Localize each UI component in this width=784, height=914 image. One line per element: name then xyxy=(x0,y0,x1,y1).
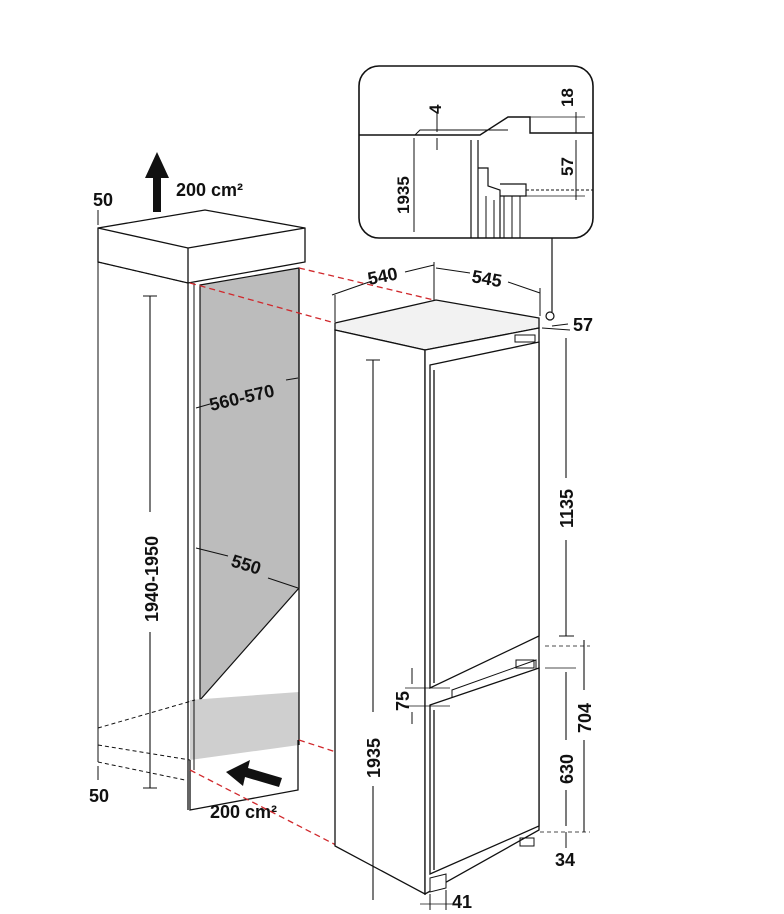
appliance-top-gap-label: 57 xyxy=(573,315,593,335)
detail-gap-57: 57 xyxy=(558,157,577,176)
upper-door-height-label: 1135 xyxy=(557,489,577,528)
detail-gap-18: 18 xyxy=(558,88,577,107)
top-clearance-label: 50 xyxy=(93,190,113,210)
detail-height-1935: 1935 xyxy=(394,176,413,214)
detail-callout: 4 18 57 1935 xyxy=(358,65,594,239)
plinth-label: 41 xyxy=(452,892,472,912)
top-vent-label: 200 cm² xyxy=(176,180,243,200)
niche-height-label: 1940-1950 xyxy=(142,536,162,622)
top-airflow-arrow-icon xyxy=(145,152,169,212)
fridge-appliance xyxy=(334,299,540,896)
niche-cabinet xyxy=(97,209,306,811)
door-gap-label: 75 xyxy=(393,691,413,711)
appliance-width-label: 540 xyxy=(366,264,399,289)
bottom-clearance-label: 50 xyxy=(89,786,109,806)
bottom-airflow-arrow-icon xyxy=(226,760,282,787)
total-height-label: 1935 xyxy=(364,738,384,778)
lower-door-height-label: 630 xyxy=(557,754,577,784)
callout-pointer-circle xyxy=(545,311,555,321)
appliance-depth-label: 545 xyxy=(470,266,503,291)
bottom-vent-label: 200 cm² xyxy=(210,802,277,822)
lower-section-height-label: 704 xyxy=(575,703,595,733)
bottom-offset-label: 34 xyxy=(555,850,575,870)
alignment-lines xyxy=(189,267,435,846)
detail-gap-4: 4 xyxy=(426,104,445,114)
